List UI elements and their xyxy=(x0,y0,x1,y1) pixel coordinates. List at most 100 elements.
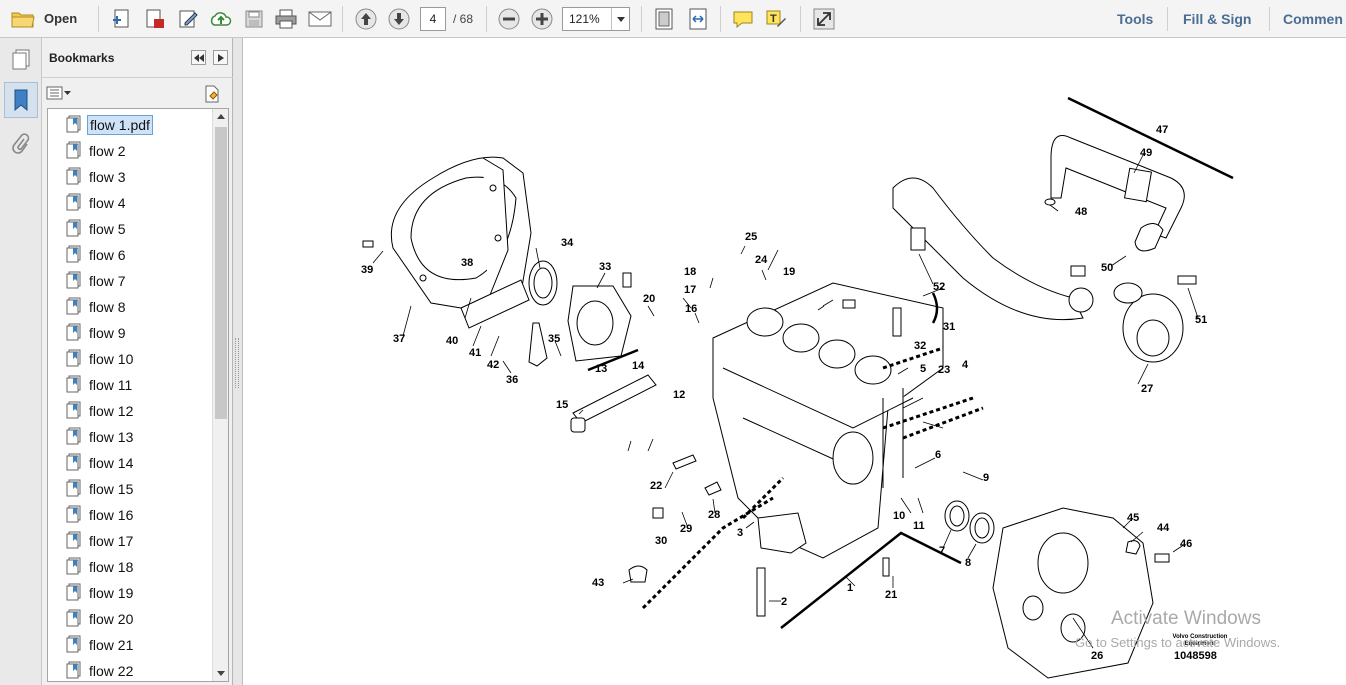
part-label: 16 xyxy=(685,303,697,315)
chevron-down-icon[interactable] xyxy=(611,8,629,30)
scrollbar-thumb[interactable] xyxy=(215,127,227,419)
export-pdf-icon[interactable] xyxy=(141,5,169,32)
bookmark-item[interactable]: flow 7 xyxy=(48,269,212,293)
navigation-pane-strip xyxy=(0,38,42,685)
part-label: 38 xyxy=(461,257,473,269)
part-label: 12 xyxy=(673,389,685,401)
bracket-lines xyxy=(587,96,1234,629)
save-icon[interactable] xyxy=(240,5,268,32)
fit-width-icon[interactable] xyxy=(684,5,712,32)
highlight-text-icon[interactable]: T xyxy=(762,5,790,32)
page-thumbnails-icon[interactable] xyxy=(4,42,38,78)
open-folder-icon[interactable] xyxy=(8,5,38,32)
bookmark-item[interactable]: flow 11 xyxy=(48,373,212,397)
bookmark-item[interactable]: flow 12 xyxy=(48,399,212,423)
part-label: 49 xyxy=(1140,147,1152,159)
bookmark-item[interactable]: flow 10 xyxy=(48,347,212,371)
fit-page-icon[interactable] xyxy=(650,5,678,32)
bookmark-options-icon[interactable] xyxy=(46,84,72,102)
bookmark-label: flow 4 xyxy=(89,195,126,211)
page-total: / 68 xyxy=(453,12,474,26)
bookmark-item[interactable]: flow 1.pdf xyxy=(48,113,212,137)
sensor-31-part xyxy=(892,307,902,337)
zoom-out-icon[interactable] xyxy=(495,5,523,32)
bookmark-page-icon xyxy=(66,141,84,159)
scroll-up-icon[interactable] xyxy=(213,109,228,124)
sealant-tube-part xyxy=(528,322,548,367)
zoom-select[interactable]: 121% xyxy=(562,7,630,31)
bookmark-item[interactable]: flow 17 xyxy=(48,529,212,553)
bookmark-scrollbar[interactable] xyxy=(212,109,228,681)
bookmark-item[interactable]: flow 9 xyxy=(48,321,212,345)
bookmark-item[interactable]: flow 14 xyxy=(48,451,212,475)
open-button[interactable]: Open xyxy=(44,11,78,26)
bookmark-item[interactable]: flow 22 xyxy=(48,659,212,681)
print-icon[interactable] xyxy=(272,5,300,32)
bookmark-label: flow 17 xyxy=(89,533,134,549)
part-label: 28 xyxy=(708,509,720,521)
gasket-part xyxy=(1123,167,1153,203)
bookmark-item[interactable]: flow 2 xyxy=(48,139,212,163)
bookmark-label: flow 8 xyxy=(89,299,126,315)
bookmark-page-icon xyxy=(66,531,84,549)
bookmark-page-icon xyxy=(66,219,84,237)
bookmark-item[interactable]: flow 3 xyxy=(48,165,212,189)
bookmark-item[interactable]: flow 18 xyxy=(48,555,212,579)
attachments-paperclip-icon[interactable] xyxy=(4,126,38,162)
panel-splitter[interactable] xyxy=(233,38,242,685)
scroll-down-icon[interactable] xyxy=(213,666,228,681)
expand-panel-icon[interactable] xyxy=(213,50,228,65)
part-label: 20 xyxy=(643,293,655,305)
comment-button[interactable]: Commen xyxy=(1283,11,1343,27)
part-label: 29 xyxy=(680,523,692,535)
bookmark-label: flow 9 xyxy=(89,325,126,341)
bookmarks-panel-icon[interactable] xyxy=(4,82,38,118)
email-icon[interactable] xyxy=(306,5,334,32)
bookmark-page-icon xyxy=(66,245,84,263)
zoom-in-icon[interactable] xyxy=(528,5,556,32)
bookmark-item[interactable]: flow 6 xyxy=(48,243,212,267)
dowel-21-part xyxy=(882,557,890,577)
previous-page-icon[interactable] xyxy=(352,5,380,32)
next-page-icon[interactable] xyxy=(385,5,413,32)
bookmark-item[interactable]: flow 21 xyxy=(48,633,212,657)
upload-cloud-icon[interactable] xyxy=(207,5,235,32)
part-label: 9 xyxy=(983,472,989,484)
splitter-grip[interactable] xyxy=(235,338,239,388)
edit-pdf-icon[interactable] xyxy=(174,5,202,32)
bookmark-item[interactable]: flow 19 xyxy=(48,581,212,605)
fill-sign-button[interactable]: Fill & Sign xyxy=(1183,11,1252,27)
collapse-panel-icon[interactable] xyxy=(191,50,206,65)
part-label: 19 xyxy=(783,266,795,278)
bookmark-page-icon xyxy=(66,479,84,497)
toolbar-divider xyxy=(342,6,343,32)
bolt-46-part xyxy=(1154,553,1170,563)
connector-52-part xyxy=(910,227,926,251)
flywheel-housing-part xyxy=(390,156,532,314)
expand-icon[interactable] xyxy=(810,5,838,32)
document-page[interactable]: 1 2 3 4 5 6 7 8 9 10 11 12 13 14 15 16 1… xyxy=(242,38,1346,685)
toolbar-divider xyxy=(486,6,487,32)
bookmark-item[interactable]: flow 15 xyxy=(48,477,212,501)
bookmark-item[interactable]: flow 5 xyxy=(48,217,212,241)
bookmark-page-icon xyxy=(66,375,84,393)
bookmark-item[interactable]: flow 20 xyxy=(48,607,212,631)
bookmark-item[interactable]: flow 13 xyxy=(48,425,212,449)
thin-leader-lines xyxy=(372,152,1199,649)
clamp-50-part xyxy=(1070,265,1086,277)
page-number-input[interactable]: 4 xyxy=(420,7,446,31)
part-label: 3 xyxy=(737,527,743,539)
part-label: 24 xyxy=(755,254,768,266)
bookmark-label: flow 11 xyxy=(89,377,133,393)
toolbar-divider xyxy=(1167,7,1168,31)
comment-bubble-icon[interactable] xyxy=(729,5,757,32)
tools-button[interactable]: Tools xyxy=(1117,11,1154,27)
bookmark-label: flow 1.pdf xyxy=(87,115,153,135)
delete-bookmark-icon[interactable] xyxy=(202,84,222,104)
bookmark-item[interactable]: flow 4 xyxy=(48,191,212,215)
bookmarks-header: Bookmarks xyxy=(42,38,233,78)
bookmark-item[interactable]: flow 8 xyxy=(48,295,212,319)
create-pdf-icon[interactable] xyxy=(108,5,136,32)
bookmark-item[interactable]: flow 16 xyxy=(48,503,212,527)
part-label: 39 xyxy=(361,264,373,276)
